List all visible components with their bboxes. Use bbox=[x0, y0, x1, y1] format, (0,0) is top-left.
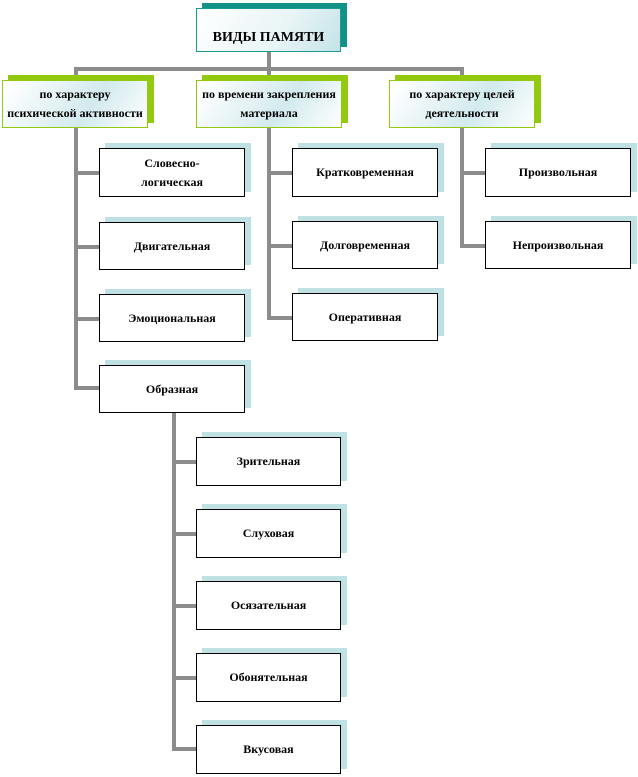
node-gustatory: Вкусовая bbox=[196, 725, 341, 774]
node-tactile: Осязательная bbox=[196, 581, 341, 630]
category-label: по характеру целей деятельности bbox=[409, 87, 515, 120]
category-label: по времени закрепления материала bbox=[202, 87, 336, 120]
connector-branch bbox=[460, 244, 486, 248]
node-verbal-logical: Словесно-логическая bbox=[99, 148, 245, 197]
root-node: ВИДЫ ПАМЯТИ bbox=[196, 8, 341, 52]
node-auditory: Слуховая bbox=[196, 509, 341, 558]
node-label: Зрительная bbox=[236, 454, 301, 468]
connector-branch bbox=[460, 171, 486, 175]
node-label: Двигательная bbox=[133, 238, 211, 253]
connector-root-down bbox=[267, 51, 271, 69]
node-label: Словесно-логическая bbox=[141, 155, 203, 189]
node-label: Кратковременная bbox=[316, 165, 414, 179]
connector-cat3-down bbox=[460, 67, 464, 247]
node-figurative: Образная bbox=[99, 365, 245, 413]
node-long-term: Долговременная bbox=[292, 221, 438, 269]
connector-branch bbox=[172, 676, 198, 680]
root-title: ВИДЫ ПАМЯТИ bbox=[212, 29, 325, 45]
connector-branch bbox=[74, 171, 100, 175]
category-psychic-activity: по характеру психической активности bbox=[2, 80, 148, 128]
node-label: Образная bbox=[145, 381, 199, 396]
node-label: Оперативная bbox=[328, 309, 402, 324]
node-label: Эмоциональная bbox=[128, 310, 216, 325]
connector-branch bbox=[172, 604, 198, 608]
node-label: Слуховая bbox=[242, 526, 295, 540]
node-label: Обонятельная bbox=[229, 670, 308, 684]
node-short-term: Кратковременная bbox=[292, 148, 438, 197]
category-label: по характеру психической активности bbox=[7, 87, 143, 120]
connector-branch bbox=[74, 386, 100, 390]
node-label: Непроизвольная bbox=[512, 237, 604, 252]
category-activity-goals: по характеру целей деятельности bbox=[389, 80, 535, 128]
connector-sub-down bbox=[172, 412, 176, 750]
node-label: Осязательная bbox=[230, 598, 307, 612]
node-label: Долговременная bbox=[320, 237, 410, 252]
connector-branch bbox=[74, 317, 100, 321]
node-label: Вкусовая bbox=[243, 742, 294, 756]
node-motor: Двигательная bbox=[99, 222, 245, 270]
category-retention-time: по времени закрепления материала bbox=[196, 80, 342, 128]
node-label: Произвольная bbox=[518, 165, 598, 179]
connector-branch bbox=[267, 316, 293, 320]
node-involuntary: Непроизвольная bbox=[485, 221, 631, 269]
connector-branch bbox=[172, 460, 198, 464]
connector-cat1-down bbox=[74, 67, 78, 389]
node-voluntary: Произвольная bbox=[485, 148, 631, 197]
connector-branch bbox=[267, 171, 293, 175]
node-olfactory: Обонятельная bbox=[196, 653, 341, 702]
connector-branch bbox=[74, 245, 100, 249]
connector-branch bbox=[172, 747, 198, 751]
connector-branch bbox=[267, 244, 293, 248]
node-emotional: Эмоциональная bbox=[99, 294, 245, 342]
node-operative: Оперативная bbox=[292, 293, 438, 341]
connector-branch bbox=[172, 532, 198, 536]
connector-cat2-down bbox=[267, 67, 271, 319]
node-visual: Зрительная bbox=[196, 437, 341, 486]
